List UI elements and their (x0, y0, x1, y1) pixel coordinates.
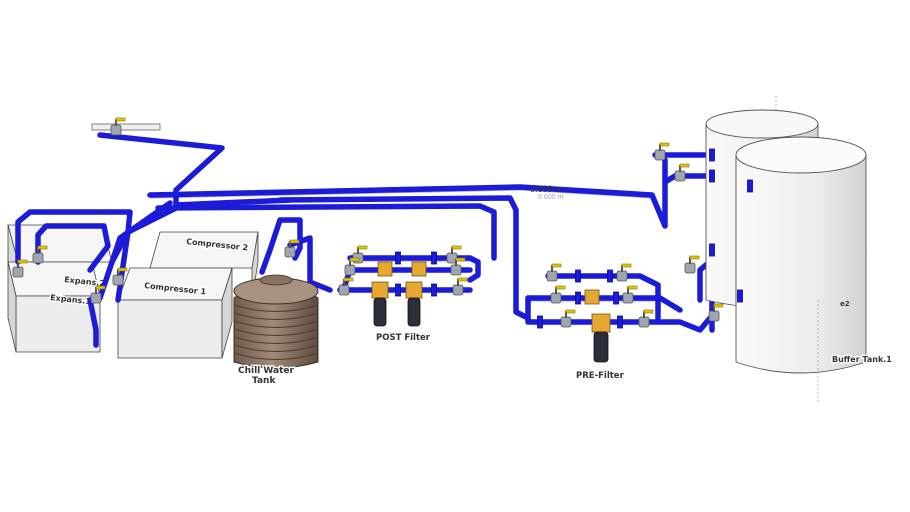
buffer-tank-1-label: Buffer Tank.1 (832, 355, 892, 364)
buffer-tank-1 (735, 136, 867, 374)
post-filter-right (405, 261, 427, 327)
chill-water-tank (233, 274, 319, 369)
pre-filter-top (584, 289, 600, 305)
vent-fitting (91, 117, 161, 136)
compressor-1-box (117, 267, 233, 359)
ball-valve-icon (684, 255, 700, 274)
dimension-label-ghost: 0.600 m (538, 194, 563, 201)
chill-water-tank-label-2: Tank (252, 376, 276, 386)
post-filter-left (371, 261, 393, 327)
expansion-box-1 (7, 261, 101, 353)
pre-filter-assembly (537, 263, 654, 363)
pre-filter-label: PRE-Filter (576, 371, 625, 381)
post-filter-assembly (338, 245, 468, 327)
buffer-tank-2-label: e2 (840, 300, 850, 308)
dimension-guides (775, 96, 819, 404)
post-filter-label: POST Filter (376, 333, 431, 343)
pre-filter-bottom (591, 313, 611, 363)
dimension-label: 0.600 m (530, 184, 563, 194)
chill-water-tank-label-1: Chill Water (238, 366, 294, 376)
